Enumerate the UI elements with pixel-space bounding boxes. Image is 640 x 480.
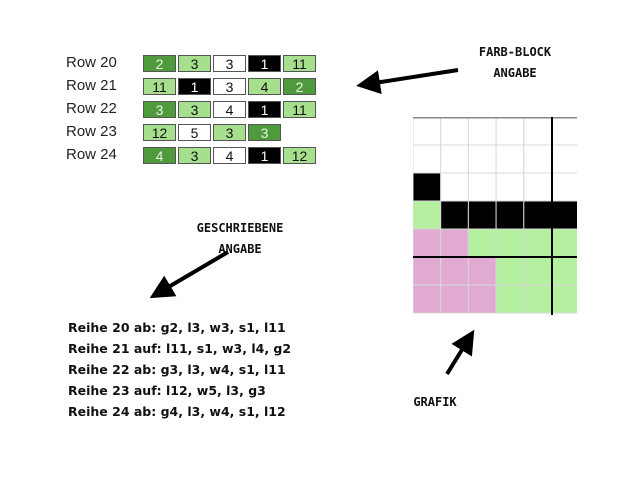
color-block-cell: 3	[178, 101, 211, 118]
color-block-cell: 4	[213, 147, 246, 164]
color-block-cell: 5	[178, 124, 211, 141]
color-block-cell: 2	[283, 78, 316, 95]
label-geschriebene: GESCHRIEBENE ANGABE	[175, 218, 305, 260]
grid-cell	[551, 200, 577, 230]
color-block-cell: 1	[178, 78, 211, 95]
arrow-icon	[445, 329, 475, 376]
label-grafik: GRAFIK	[413, 395, 457, 409]
written-row: Reihe 24 ab: g4, l3, w4, s1, l12	[68, 404, 286, 419]
color-block-cell: 4	[248, 78, 281, 95]
arrow-icon	[149, 250, 230, 299]
arrow-icon	[356, 68, 459, 95]
color-block-cell: 3	[248, 124, 281, 141]
color-block-cell: 3	[213, 78, 246, 95]
color-block-cell: 3	[178, 147, 211, 164]
grid-cell	[551, 228, 577, 258]
color-block-cell: 11	[143, 78, 176, 95]
grid-cell	[413, 284, 442, 314]
color-block-cell: 11	[283, 101, 316, 118]
grid-cell	[495, 144, 525, 174]
color-block-cell: 2	[143, 55, 176, 72]
grid-cell	[413, 256, 442, 286]
color-block-cell: 12	[143, 124, 176, 141]
grid-cell	[413, 144, 442, 174]
row-label: Row 21	[66, 77, 117, 94]
written-row: Reihe 22 ab: g3, l3, w4, s1, l11	[68, 362, 286, 377]
grid-cell	[551, 144, 577, 174]
color-block-cell: 1	[248, 55, 281, 72]
grid-cell	[495, 284, 525, 314]
grid-cell	[523, 228, 553, 258]
grid-cell	[440, 228, 469, 258]
label-farb-block: FARB-BLOCK ANGABE	[455, 42, 575, 84]
label-line: ANGABE	[218, 242, 262, 256]
grid-cell	[523, 144, 553, 174]
color-block-cell: 3	[213, 55, 246, 72]
row-label: Row 20	[66, 54, 117, 71]
color-block-cell: 12	[283, 147, 316, 164]
color-block-cell: 3	[178, 55, 211, 72]
color-block-cell: 1	[248, 101, 281, 118]
row-label: Row 23	[66, 123, 117, 140]
grafik-grid	[413, 117, 577, 315]
color-block-cell: 4	[143, 147, 176, 164]
color-block-cell: 11	[283, 55, 316, 72]
color-block-cell: 1	[248, 147, 281, 164]
color-block-cell: 3	[213, 124, 246, 141]
grid-cell	[523, 256, 553, 286]
written-row: Reihe 20 ab: g2, l3, w3, s1, l11	[68, 320, 286, 335]
grid-cell	[523, 117, 553, 146]
color-block-cell: 3	[143, 101, 176, 118]
label-line: ANGABE	[493, 66, 537, 80]
grid-cell	[523, 172, 553, 202]
label-line: FARB-BLOCK	[478, 45, 552, 59]
grid-cell	[440, 200, 469, 230]
written-row: Reihe 23 auf: l12, w5, l3, g3	[68, 383, 266, 398]
row-label: Row 22	[66, 100, 117, 117]
grid-cell	[467, 144, 497, 174]
row-label: Row 24	[66, 146, 117, 163]
grid-cell	[551, 284, 577, 314]
written-row: Reihe 21 auf: l11, s1, w3, l4, g2	[68, 341, 292, 356]
label-line: GESCHRIEBENE	[196, 221, 284, 235]
grid-cell	[413, 172, 442, 202]
color-block-cell: 4	[213, 101, 246, 118]
grid-cell	[440, 256, 469, 286]
grid-cell	[523, 284, 553, 314]
grid-cell	[467, 256, 497, 286]
